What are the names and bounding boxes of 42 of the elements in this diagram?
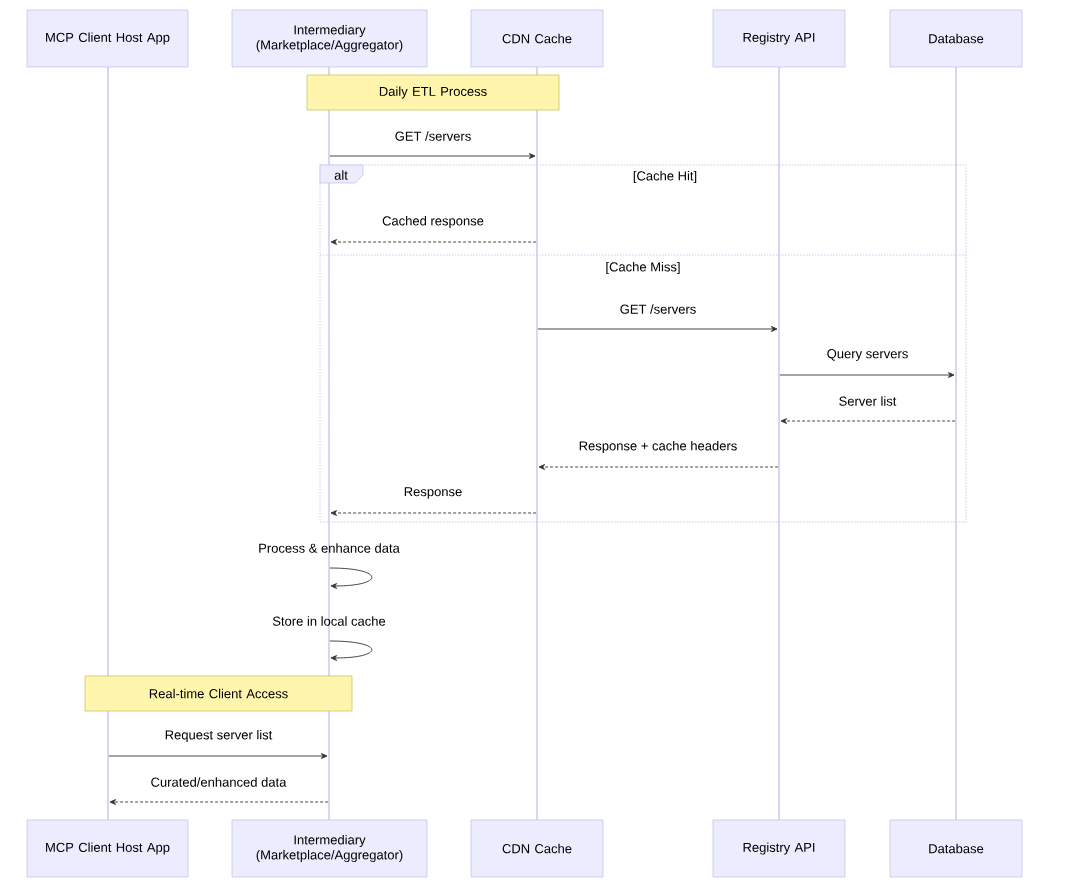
participant-box: Intermediary (Marketplace/Aggregator) [231, 819, 428, 878]
message-arrow [109, 799, 329, 805]
message-arrow [780, 418, 956, 424]
participant-box: Registry API [712, 819, 846, 878]
message-arrow [330, 510, 537, 516]
message-label: GET /servers [620, 304, 696, 314]
note-box: Daily ETL Process [306, 74, 560, 111]
participant-box: Intermediary (Marketplace/Aggregator) [231, 9, 428, 68]
lifeline [328, 67, 330, 820]
participant-box: MCP Client Host App [26, 819, 189, 878]
participant-box: CDN Cache [470, 9, 604, 68]
message-arrow [538, 464, 779, 470]
participant-box: Database [889, 9, 1023, 68]
lifeline [955, 67, 957, 820]
message-label: Process & enhance data [259, 543, 400, 553]
message-label: Query servers [827, 349, 908, 361]
participant-box: Database [889, 819, 1023, 878]
message-label: Response + cache headers [579, 440, 737, 454]
message-arrow [537, 326, 778, 332]
self-message-arrow [329, 567, 373, 589]
message-label: Request server list [165, 729, 273, 743]
condition-label: [Cache Miss] [606, 261, 680, 275]
participant-box: CDN Cache [470, 819, 604, 878]
lifeline [778, 67, 780, 820]
participant-box: Registry API [712, 9, 846, 68]
message-label: GET /servers [395, 131, 471, 141]
message-arrow [329, 153, 536, 159]
message-arrow [108, 753, 328, 759]
condition-label: [Cache Hit] [633, 170, 697, 184]
message-label: Store in local cache [272, 616, 386, 626]
frame-tab: alt [319, 164, 364, 184]
message-label: Curated/enhanced data [151, 777, 287, 787]
message-arrow [330, 239, 537, 245]
message-label: Server list [839, 396, 897, 406]
note-box: Real-time Client Access [84, 675, 353, 712]
message-arrow [779, 372, 955, 378]
message-label: Cached response [382, 215, 484, 229]
message-label: Response [404, 487, 462, 499]
participant-box: MCP Client Host App [26, 9, 189, 68]
lifeline [107, 67, 109, 820]
self-message-arrow [329, 640, 373, 661]
lifeline [536, 67, 538, 820]
